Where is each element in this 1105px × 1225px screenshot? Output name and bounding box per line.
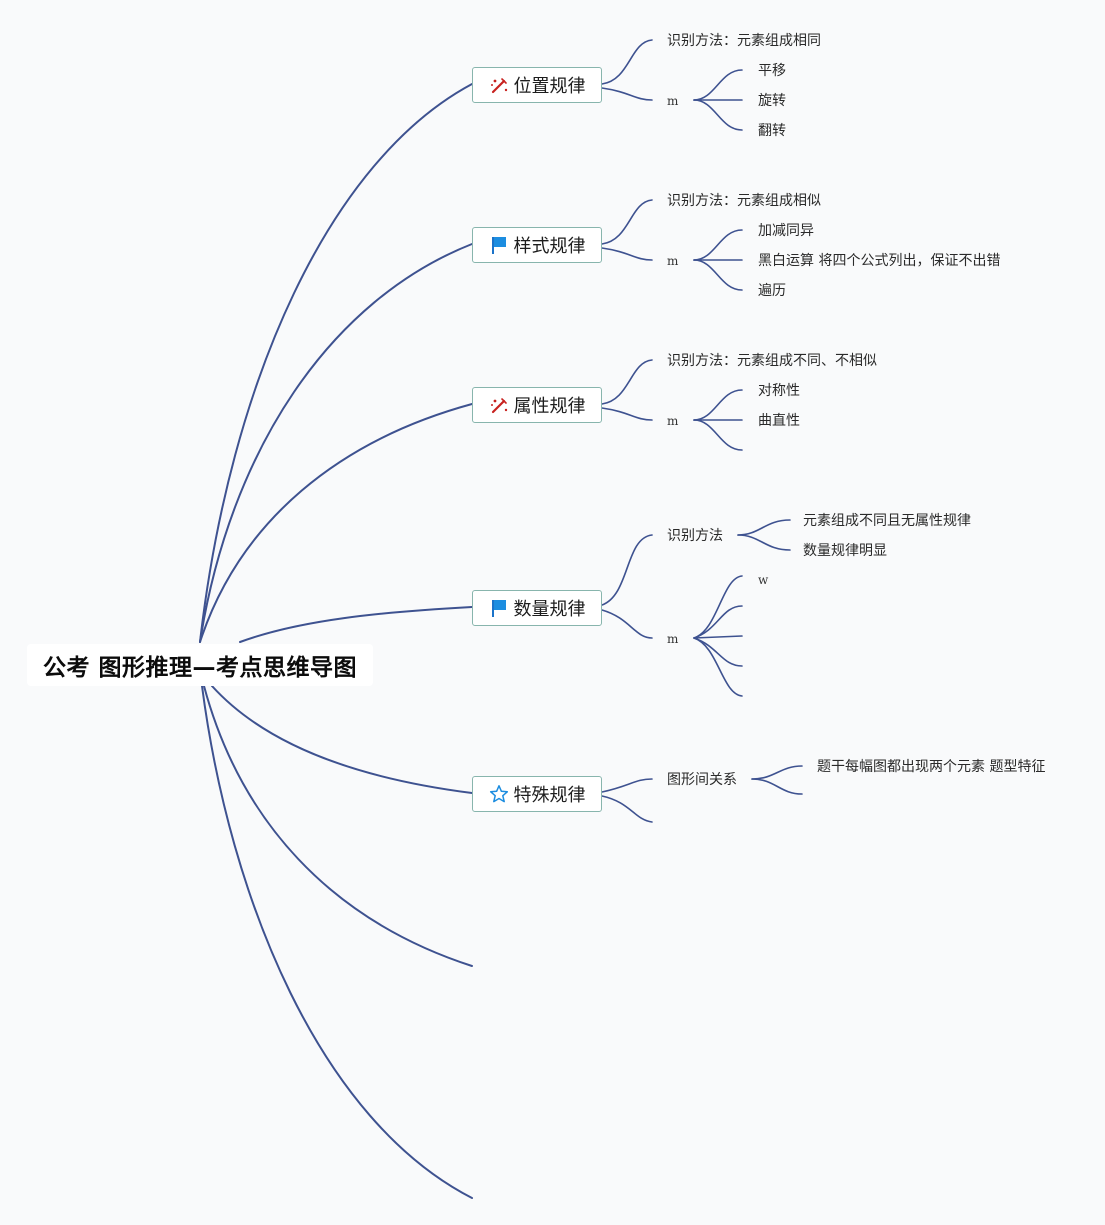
magic-wand-icon [490,78,507,94]
link-b1-method [601,39,653,85]
b4-item-1[interactable]: w [758,573,769,587]
topic-label: 数量规律 [513,599,586,620]
b4-sub[interactable]: m [667,632,679,646]
link-b2-item-3 [693,259,743,291]
b3-method[interactable]: 识别方法：元素组成不同、不相似 [667,353,877,369]
link-root-branch-2 [199,243,473,643]
b3-sub[interactable]: m [667,414,679,428]
b2-item-3[interactable]: 遍历 [758,283,786,299]
link-b2-method [601,199,653,245]
topic-style-rule[interactable]: 样式规律 [472,227,602,263]
link-root-branch-4 [239,606,473,643]
link-b1-item-1 [693,69,743,101]
link-b2-sub [601,247,653,261]
root-topic[interactable]: 公考 图形推理—考点思维导图 [27,644,373,686]
topic-label: 属性规律 [513,396,586,417]
link-b5-method-item-2 [751,778,803,795]
link-b3-method [601,359,653,405]
b2-item-1[interactable]: 加减同异 [758,223,814,239]
magic-wand-icon [490,398,507,414]
b4-method[interactable]: 识别方法 [667,528,723,544]
blue-flag-icon [491,237,506,254]
link-b1-sub [601,87,653,101]
b1-item-2[interactable]: 旋转 [758,93,786,109]
link-b5-empty [601,795,653,823]
star-outline-icon [489,785,508,803]
b4-method-item-1[interactable]: 元素组成不同且无属性规律 [803,513,971,529]
link-b4-method-item-2 [737,534,791,551]
b1-item-3[interactable]: 翻转 [758,123,786,139]
topic-position-rule[interactable]: 位置规律 [472,67,602,103]
b2-item-2[interactable]: 黑白运算 将四个公式列出，保证不出错 [758,253,1001,269]
link-b2-item-1 [693,229,743,261]
link-b1-item-3 [693,99,743,131]
link-root-branch-5 [211,685,473,794]
b1-sub[interactable]: m [667,94,679,108]
link-b4-method [601,534,653,606]
b4-method-item-2[interactable]: 数量规律明显 [803,543,887,559]
link-b3-item-1 [693,389,743,421]
link-b5-method [601,778,653,793]
topic-special-rule[interactable]: 特殊规律 [472,776,602,812]
link-b4-method-item-1 [737,519,791,536]
topic-quantity-rule[interactable]: 数量规律 [472,590,602,626]
b5-method[interactable]: 图形间关系 [667,772,737,788]
link-b4-item-3 [693,635,743,639]
topic-label: 样式规律 [513,236,586,257]
blue-flag-icon [491,600,506,617]
b2-sub[interactable]: m [667,254,679,268]
topic-attribute-rule[interactable]: 属性规律 [472,387,602,423]
link-b3-item-3 [693,419,743,451]
b3-item-2[interactable]: 曲直性 [758,413,800,429]
link-root-branch-1 [199,83,473,643]
link-root-branch-3 [199,403,473,643]
b3-item-1[interactable]: 对称性 [758,383,800,399]
b5-method-item-1[interactable]: 题干每幅图都出现两个元素 题型特征 [817,759,1046,775]
topic-label: 特殊规律 [513,785,586,806]
link-b4-item-2 [693,605,743,639]
topic-label: 位置规律 [513,76,586,97]
link-b5-method-item-1 [751,765,803,780]
link-b4-item-5 [693,637,743,697]
link-b3-sub [601,407,653,421]
link-root-empty-2 [201,685,473,1199]
b1-method[interactable]: 识别方法：元素组成相同 [667,33,821,49]
b1-item-1[interactable]: 平移 [758,63,786,79]
b2-method[interactable]: 识别方法：元素组成相似 [667,193,821,209]
link-root-empty-1 [203,685,473,967]
link-b4-sub [601,609,653,639]
